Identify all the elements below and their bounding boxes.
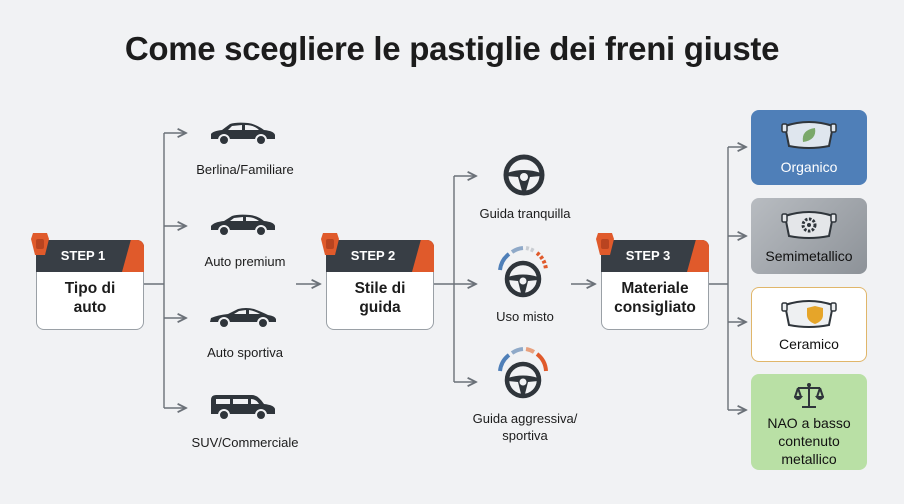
car-type-label-suv: SUV/Commerciale: [191, 435, 299, 450]
brake-pad-leaf-icon: [781, 121, 837, 149]
car-type-label-sports: Auto sportiva: [207, 345, 283, 360]
driving-style-label-aggressive: Guida aggressiva/ sportiva: [472, 411, 578, 443]
brake-pad-shield-icon: [781, 300, 837, 328]
steering-wheel-gauge-icon: [498, 347, 548, 399]
car-type-label-premium: Auto premium: [204, 254, 286, 269]
sports-car-icon: [210, 308, 276, 329]
driving-style-label-mixed: Uso misto: [496, 309, 554, 324]
suv-van-icon: [211, 395, 275, 421]
step-3-badge: STEP 3: [625, 248, 671, 263]
step-3-text: Materiale consigliato: [614, 280, 696, 316]
premium-car-icon: [211, 214, 275, 237]
material-label-ceramico: Ceramico: [779, 336, 839, 352]
step-2-box: STEP 2 Stile di guida: [321, 233, 434, 330]
car-type-label-sedan: Berlina/Familiare: [196, 162, 294, 177]
material-organico: Organico: [751, 110, 867, 185]
material-label-organico: Organico: [780, 159, 838, 175]
caliper-icon: [596, 233, 614, 255]
material-label-nao: NAO a basso contenuto metallico: [767, 415, 851, 467]
caliper-icon: [321, 233, 339, 255]
steering-wheel-gauge-icon: [498, 246, 548, 298]
material-nao: NAO a basso contenuto metallico: [751, 374, 867, 470]
sedan-car-icon: [211, 122, 275, 146]
scales-icon: [794, 383, 824, 408]
step-2-badge: STEP 2: [350, 248, 396, 263]
step-1-badge: STEP 1: [60, 248, 106, 263]
page-title: Come scegliere le pastiglie dei freni gi…: [124, 30, 780, 67]
step-1-text: Tipo di auto: [64, 280, 116, 316]
step-3-box: STEP 3 Materiale consigliato: [596, 233, 709, 330]
brake-pad-gear-icon: [781, 211, 837, 239]
material-semimetallico: Semimetallico: [751, 198, 867, 274]
step-1-box: STEP 1 Tipo di auto: [31, 233, 144, 330]
steering-wheel-icon: [503, 154, 545, 196]
step-2-text: Stile di guida: [354, 280, 406, 316]
caliper-icon: [31, 233, 49, 255]
material-label-semimetallico: Semimetallico: [765, 248, 853, 264]
material-ceramico: Ceramico: [751, 287, 867, 362]
driving-style-label-calm: Guida tranquilla: [479, 206, 571, 221]
